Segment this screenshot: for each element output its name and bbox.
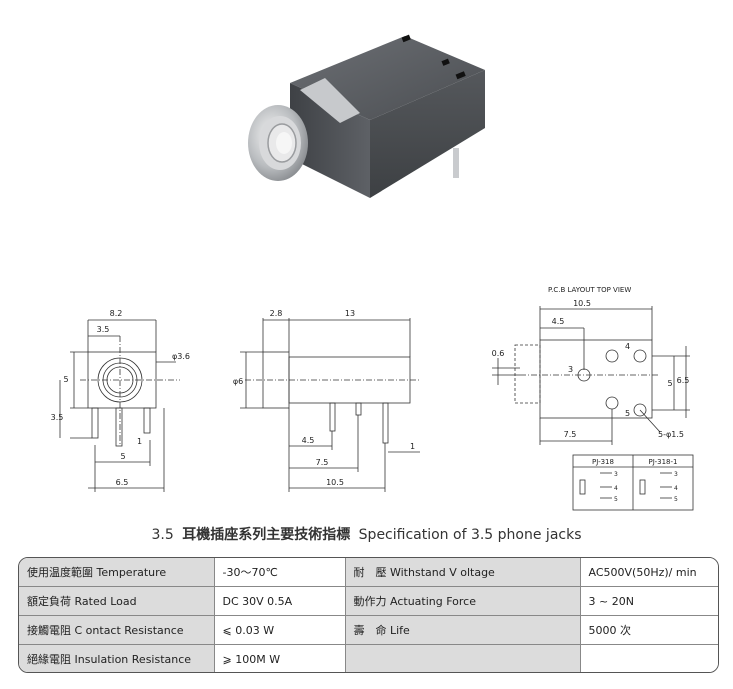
fv-dim-base: 6.5 bbox=[116, 478, 129, 487]
fv-dim-height: 5 bbox=[63, 375, 68, 384]
pcb-pin-4: 4 bbox=[625, 342, 630, 351]
spec-label: 接觸電阻 C ontact Resistance bbox=[19, 615, 215, 645]
fv-dim-pin-span: 5 bbox=[120, 452, 125, 461]
title-en: Specification of 3.5 phone jacks bbox=[358, 527, 582, 543]
spec-value: ⩾ 100M W bbox=[213, 644, 346, 672]
sch2-pin-5: 5 bbox=[674, 496, 678, 503]
spec-row: 絕緣電阻 Insulation Resistance⩾ 100M W bbox=[19, 644, 718, 672]
fv-dim-hole: φ3.6 bbox=[172, 352, 190, 361]
fv-dim-width: 8.2 bbox=[110, 309, 123, 318]
fv-dim-pin-w: 1 bbox=[137, 437, 142, 446]
spec-label: 壽 命 Life bbox=[344, 615, 581, 645]
pcb-pin-5: 5 bbox=[625, 409, 630, 418]
pcb-view bbox=[492, 306, 694, 511]
spec-label: 額定負荷 Rated Load bbox=[19, 586, 215, 616]
sch1-pin-5: 5 bbox=[614, 496, 618, 503]
spec-value: 5000 次 bbox=[579, 615, 718, 645]
title-zh: 耳機插座系列主要技術指標 bbox=[182, 527, 351, 543]
pcb-dim-v1: 5 bbox=[667, 379, 672, 388]
pcb-heading: P.C.B LAYOUT TOP VIEW bbox=[548, 286, 631, 294]
pcb-dim-v2: 6.5 bbox=[677, 376, 690, 385]
spec-label: 使用温度範圍 Temperature bbox=[19, 558, 215, 587]
pcb-model-2: PJ-318-1 bbox=[649, 458, 678, 466]
front-view bbox=[59, 319, 180, 492]
title-number: 3.5 bbox=[151, 527, 174, 543]
spec-value bbox=[579, 644, 718, 672]
sv-dim-p1: 4.5 bbox=[302, 436, 315, 445]
spec-label: 動作力 Actuating Force bbox=[344, 586, 581, 616]
spec-label: 絕緣電阻 Insulation Resistance bbox=[19, 644, 215, 672]
sch2-pin-3: 3 bbox=[674, 471, 678, 478]
pcb-dim-a: 4.5 bbox=[552, 317, 565, 326]
sch2-pin-4: 4 bbox=[674, 485, 678, 492]
spec-value: DC 30V 0.5A bbox=[213, 586, 346, 616]
pcb-dim-total: 10.5 bbox=[573, 299, 591, 308]
sv-dim-p3: 10.5 bbox=[326, 478, 344, 487]
pcb-hole-note: 5-φ1.5 bbox=[658, 430, 684, 439]
spec-value: AC500V(50Hz)/ min bbox=[579, 558, 718, 587]
sv-dim-length: 13 bbox=[345, 309, 355, 318]
fv-dim-offset: 3.5 bbox=[97, 325, 110, 334]
sv-dim-dia: φ6 bbox=[233, 377, 243, 386]
spec-label bbox=[344, 644, 581, 672]
pcb-dim-b: 7.5 bbox=[564, 430, 577, 439]
technical-drawings: 8.2 3.5 φ3.6 5 3.5 1 5 6.5 2.8 13 φ6 4.5… bbox=[51, 286, 694, 511]
fv-dim-pin-height: 3.5 bbox=[51, 413, 64, 422]
spec-value: -30～70℃ bbox=[213, 558, 346, 587]
pcb-model-1: PJ-318 bbox=[592, 458, 614, 466]
pcb-dim-small: 0.6 bbox=[492, 349, 505, 358]
spec-value: 3 ~ 20N bbox=[579, 586, 718, 616]
spec-title: 3.5 耳機插座系列主要技術指標 Specification of 3.5 ph… bbox=[0, 524, 733, 544]
sv-dim-collar: 2.8 bbox=[270, 309, 283, 318]
sch1-pin-3: 3 bbox=[614, 471, 618, 478]
side-view bbox=[240, 318, 420, 492]
spec-value: ⩽ 0.03 W bbox=[213, 615, 346, 645]
pcb-pin-3: 3 bbox=[568, 365, 573, 374]
spec-label: 耐 壓 Withstand V oltage bbox=[344, 558, 581, 587]
sv-dim-pin-w: 1 bbox=[410, 442, 415, 451]
sv-dim-p2: 7.5 bbox=[316, 458, 329, 467]
sch1-pin-4: 4 bbox=[614, 485, 618, 492]
product-photo bbox=[248, 34, 485, 198]
